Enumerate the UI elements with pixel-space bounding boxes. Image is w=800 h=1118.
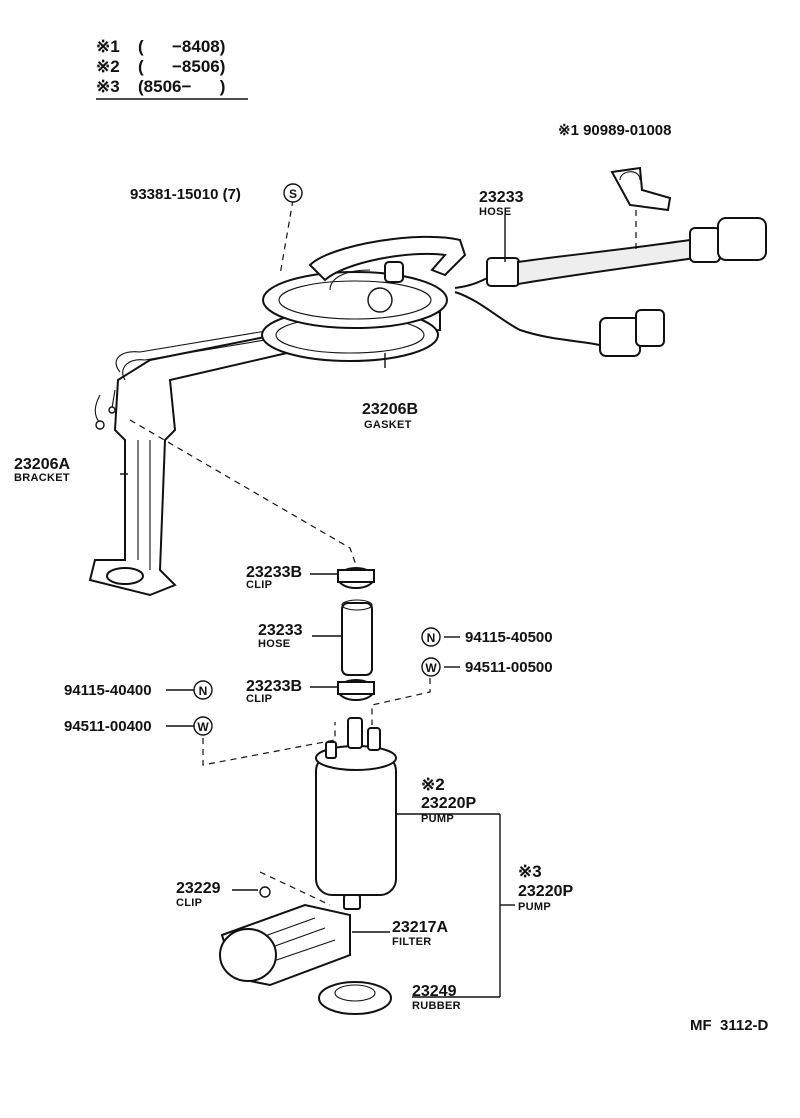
rubber-drawing bbox=[318, 981, 392, 1015]
leader-lines bbox=[120, 215, 515, 998]
label-p10-number: 94511-00500 bbox=[465, 659, 553, 676]
label-p14-name: PUMP bbox=[518, 901, 551, 913]
symbol-n-right: N bbox=[427, 631, 436, 645]
symbol-s: S bbox=[289, 187, 297, 201]
label-p4-name: GASKET bbox=[364, 419, 412, 431]
label-p8-name: CLIP bbox=[246, 693, 272, 705]
label-p9-number: 94115-40500 bbox=[465, 629, 553, 646]
label-p14-mark: ※3 bbox=[518, 862, 542, 881]
pump-drawing bbox=[315, 717, 397, 910]
label-p3-name: HOSE bbox=[479, 206, 511, 218]
clip-hose-drawing bbox=[337, 567, 375, 701]
label-p16-number: 23217A bbox=[392, 919, 448, 936]
label-p13-mark: ※2 bbox=[421, 775, 445, 794]
label-p4-number: 23206B bbox=[362, 401, 418, 418]
footer-code: MF 3112-D bbox=[690, 1017, 769, 1034]
label-p13-number: 23220P bbox=[421, 795, 476, 812]
note-1-mark: ※1 bbox=[96, 37, 120, 56]
gasket-drawing bbox=[261, 235, 467, 362]
label-p17-name: RUBBER bbox=[412, 1000, 461, 1012]
symbol-w-right-circle bbox=[421, 657, 441, 677]
label-p6-name: CLIP bbox=[246, 579, 272, 591]
filter-drawing bbox=[219, 886, 351, 987]
symbol-s-circle bbox=[283, 183, 303, 203]
symbol-w-left: W bbox=[197, 720, 209, 734]
symbol-n-right-circle bbox=[421, 627, 441, 647]
note-1-range: ( −8408) bbox=[138, 37, 225, 56]
label-p17-number: 23249 bbox=[412, 983, 457, 1000]
label-p15-number: 23229 bbox=[176, 880, 221, 897]
labels: ※1 90989-01008 93381-15010 (7) 23233 HOS… bbox=[14, 122, 769, 1034]
label-p7-name: HOSE bbox=[258, 638, 290, 650]
symbols: S N W N W bbox=[193, 183, 441, 736]
assembly-lines bbox=[129, 199, 637, 906]
label-p7-number: 23233 bbox=[258, 622, 303, 639]
label-p12-number: 94511-00400 bbox=[64, 718, 152, 735]
label-p11-number: 94115-40400 bbox=[64, 682, 152, 699]
label-p2-number: 93381-15010 (7) bbox=[130, 186, 241, 203]
symbol-w-right: W bbox=[425, 661, 437, 675]
note-3-mark: ※3 bbox=[96, 77, 120, 96]
note-2-mark: ※2 bbox=[96, 57, 120, 76]
label-p8-number: 23233B bbox=[246, 678, 302, 695]
label-p3-number: 23233 bbox=[479, 189, 524, 206]
label-p16-name: FILTER bbox=[392, 936, 431, 948]
note-3-range: (8506− ) bbox=[138, 77, 225, 96]
note-2-range: ( −8506) bbox=[138, 57, 225, 76]
label-p13-name: PUMP bbox=[421, 813, 454, 825]
label-p14-number: 23220P bbox=[518, 883, 573, 900]
label-p15-name: CLIP bbox=[176, 897, 202, 909]
legend: ※1 ( −8408) ※2 ( −8506) ※3 (8506− ) bbox=[96, 37, 248, 100]
symbol-n-left-circle bbox=[193, 680, 213, 700]
label-p1-number: ※1 90989-01008 bbox=[558, 122, 672, 139]
hose-top-drawing bbox=[454, 166, 767, 357]
label-p6-number: 23233B bbox=[246, 564, 302, 581]
label-p5-name: BRACKET bbox=[14, 472, 70, 484]
symbol-n-left: N bbox=[199, 684, 208, 698]
bracket-drawing bbox=[88, 310, 441, 597]
label-p5-number: 23206A bbox=[14, 456, 70, 473]
symbol-w-left-circle bbox=[193, 716, 213, 736]
